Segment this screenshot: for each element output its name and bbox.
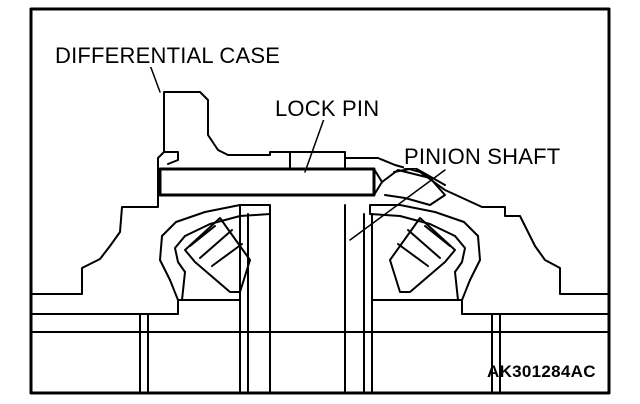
left-shaft [239,204,271,394]
figure-border [29,7,611,395]
right-hub [371,299,501,394]
pinion-shaft-leader [349,169,446,241]
lock-pin-leader [304,115,326,173]
lock-pin [158,167,376,197]
lock-pin-hole [289,151,346,170]
differential-case-label: DIFFERENTIAL CASE [55,43,281,68]
figure-id-label: AK301284AC [487,362,596,381]
differential-case-leader [149,64,161,93]
right-shaft [344,204,373,394]
right-pinion-gear [389,217,456,293]
lock-pin-label: LOCK PIN [275,96,380,121]
pinion-shaft-label: PINION SHAFT [404,144,561,169]
left-side-gear [159,204,271,281]
left-hub [139,299,241,394]
right-side-gear [369,204,481,281]
differential-case-outline [30,91,610,295]
case-inner-step [163,151,179,165]
pinion-shaft-boss [381,169,446,206]
